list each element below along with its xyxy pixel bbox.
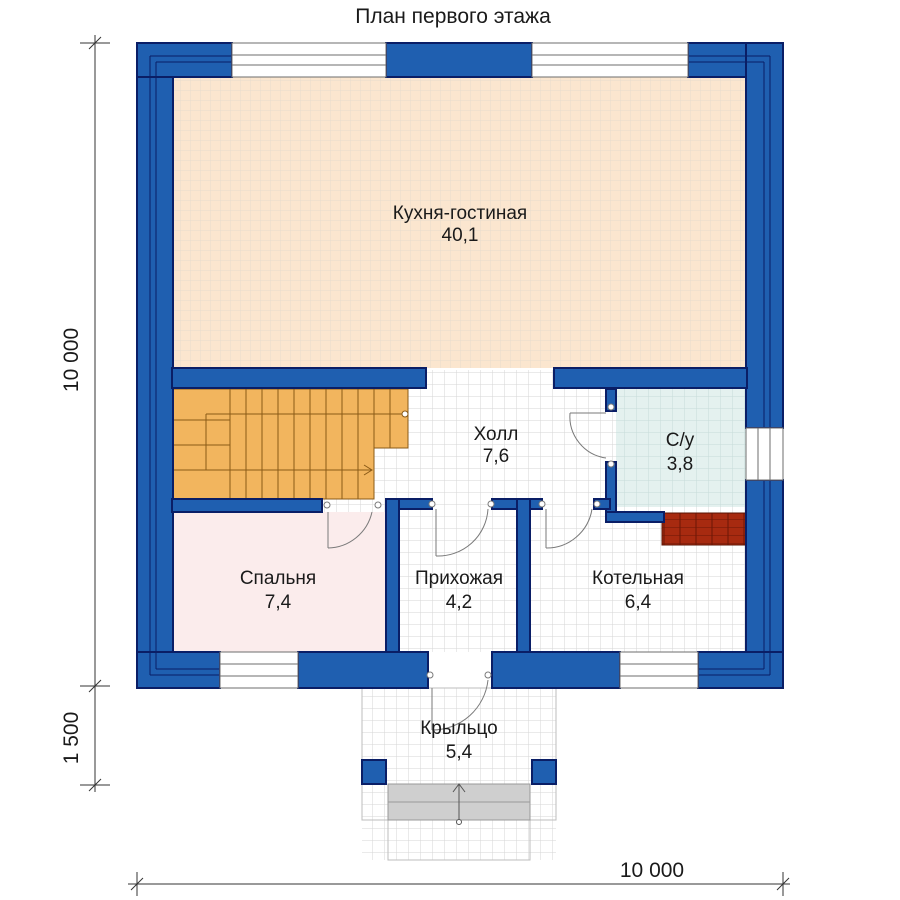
room-name: Кухня-гостиная <box>393 203 527 224</box>
room-area: 7,4 <box>265 592 292 613</box>
room-kitchen-living: Кухня-гостиная 40,1 <box>393 203 527 246</box>
dimension-horizontal: 10 000 <box>620 859 684 882</box>
room-name: Спальня <box>240 568 316 589</box>
room-hall: Холл 7,6 <box>474 424 519 467</box>
room-bathroom: С/у 3,8 <box>666 430 695 475</box>
dimension-vertical-porch: 1 500 <box>60 712 83 765</box>
room-name: С/у <box>666 430 695 451</box>
bathroom-floor-grid <box>616 389 746 507</box>
room-name: Крыльцо <box>420 718 498 739</box>
staircase <box>171 388 409 500</box>
dimension-lines <box>80 35 790 896</box>
room-name: Холл <box>474 424 519 445</box>
dimension-vertical-main: 10 000 <box>60 328 83 392</box>
room-area: 40,1 <box>442 225 479 246</box>
walls <box>136 42 784 785</box>
room-bedroom: Спальня 7,4 <box>240 568 316 613</box>
porch-floor-grid <box>362 688 556 860</box>
room-name: Прихожая <box>415 568 503 589</box>
room-area: 4,2 <box>446 592 472 613</box>
room-area: 3,8 <box>667 454 693 475</box>
wall-outlines <box>149 55 771 676</box>
windows <box>219 42 784 689</box>
kitchen-floor-grid <box>172 76 747 368</box>
room-boiler-room: Котельная 6,4 <box>592 568 684 613</box>
bedroom-floor <box>172 512 386 652</box>
room-area: 7,6 <box>483 446 509 467</box>
room-area: 5,4 <box>446 742 473 763</box>
room-entrance-hall: Прихожая 4,2 <box>415 568 503 613</box>
stove <box>661 512 747 546</box>
doors <box>323 403 615 731</box>
room-name: Котельная <box>592 568 684 589</box>
room-porch: Крыльцо 5,4 <box>420 718 498 763</box>
room-area: 6,4 <box>625 592 652 613</box>
porch-steps <box>387 783 531 825</box>
plan-title: План первого этажа <box>355 5 551 28</box>
